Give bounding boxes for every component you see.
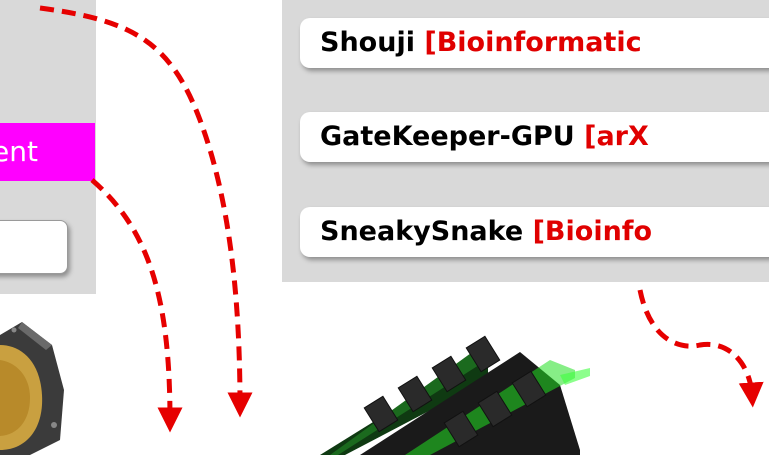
item-ref: [Bioinfo (532, 216, 653, 247)
item-name: GateKeeper-GPU (320, 121, 575, 152)
item-shouji: Shouji [Bioinformatic (300, 18, 769, 68)
ram-memory-icon (320, 335, 590, 455)
dashed-arrows (39, 5, 764, 433)
item-ref: [arX (584, 121, 649, 152)
arrow-left (90, 178, 183, 433)
arrow-top (39, 5, 253, 418)
hard-drive-icon (0, 322, 64, 455)
arrow-right (637, 289, 764, 408)
magenta-label-box: ent (0, 123, 95, 181)
item-name: SneakySnake (320, 216, 524, 247)
item-sneakysnake: SneakySnake [Bioinfo (300, 207, 769, 257)
item-ref: [Bioinformatic (424, 27, 642, 58)
magenta-label: ent (0, 135, 38, 168)
item-name: Shouji (320, 27, 415, 58)
item-gatekeeper-gpu: GateKeeper-GPU [arX (300, 112, 769, 162)
white-box (0, 220, 68, 274)
